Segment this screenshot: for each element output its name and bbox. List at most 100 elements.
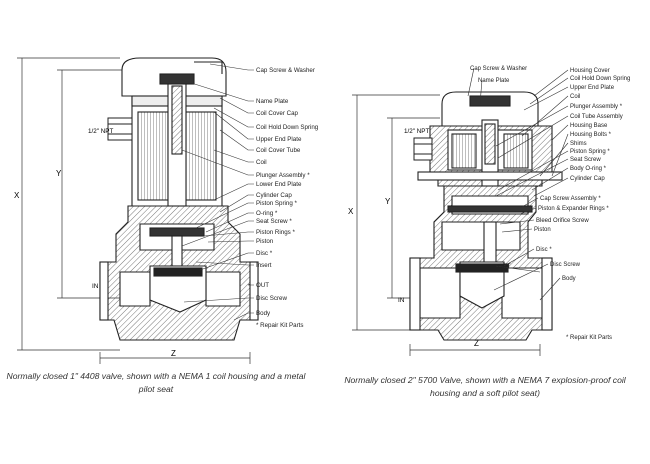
left-label-body: Body (256, 310, 271, 317)
right-npt-label: 1/2" NPT (404, 128, 429, 135)
left-valve-body (99, 205, 259, 341)
left-leader-line (183, 297, 254, 303)
left-leader-line (195, 261, 254, 266)
left-label-disc-screw: Disc Screw (256, 295, 287, 302)
left-leader-line (233, 312, 254, 321)
left-label-piston-spring: Piston Spring * (256, 200, 298, 207)
left-leader-line (199, 252, 254, 271)
left-leader-line (247, 283, 254, 286)
left-conduit (107, 117, 133, 141)
right-leader-line (467, 67, 475, 97)
left-label-piston-rings: Piston Rings * (256, 229, 295, 236)
right-leader-line (497, 150, 569, 191)
left-leader-line (219, 97, 254, 114)
left-label-cap-screw-washer: Cap Screw & Washer (256, 67, 315, 74)
left-dim-z: Z (171, 349, 176, 358)
left-label-lower-end-plate: Lower End Plate (256, 181, 302, 188)
left-leader-line (219, 194, 254, 213)
left-leader-line (209, 63, 254, 71)
left-label-name-plate: Name Plate (256, 98, 289, 105)
right-leader-line (495, 265, 541, 273)
right-dimensions (352, 94, 541, 356)
left-leader-line (195, 202, 254, 229)
right-dim-y: Y (385, 197, 391, 206)
right-leader-line (495, 105, 569, 147)
right-label-out: OUT (498, 264, 511, 270)
right-label-housing-cover: Housing Cover (570, 68, 610, 74)
right-leader-line (519, 197, 539, 209)
right-valve-body (409, 185, 553, 341)
right-valve-drawing: X Y Z 1/2" NPT (348, 66, 630, 356)
left-label-seat-screw: Seat Screw * (256, 218, 292, 225)
left-dimensions (17, 57, 251, 364)
left-dim-x: X (14, 191, 20, 200)
left-leader-line (219, 129, 254, 151)
right-leader-line (539, 277, 561, 301)
right-leader-line (479, 79, 483, 105)
left-leader-line (213, 107, 254, 128)
left-label-repair-kit-parts: * Repair Kit Parts (256, 322, 303, 329)
right-label-repair-kit-parts: * Repair Kit Parts (566, 335, 612, 341)
right-label-cylinder-cap: Cylinder Cap (570, 176, 605, 182)
left-label-upper-end-plate: Upper End Plate (256, 136, 302, 143)
right-leader-line (531, 167, 569, 191)
right-label-housing-bolts: Housing Bolts * (570, 132, 612, 138)
left-label-out: OUT (256, 282, 269, 289)
left-label-disc: Disc * (256, 250, 273, 257)
left-label-coil-cover-cap: Coil Cover Cap (256, 110, 299, 117)
right-in-label: IN (398, 297, 405, 304)
right-leader-line (551, 133, 569, 177)
left-leader-line (213, 111, 254, 140)
left-label-insert: Insert (256, 262, 272, 269)
right-label-coil: Coil (570, 94, 580, 100)
right-label-cap-screw-washer: Cap Screw & Washer (470, 66, 527, 72)
left-leader-line (181, 149, 254, 176)
right-label-cap-screw-assembly: Cap Screw Assembly * (540, 196, 601, 202)
right-label-disc-screw: Disc Screw (550, 262, 581, 268)
right-label-body-o-ring: Body O-ring * (570, 166, 607, 172)
left-leader-line (181, 79, 254, 102)
right-leader-line (523, 86, 569, 111)
right-label-coil-hold-down-spring: Coil Hold Down Spring (570, 76, 630, 82)
left-dim-y: Y (56, 169, 62, 178)
right-label-bleed-orifice-screw: Bleed Orifice Screw (536, 218, 589, 224)
right-label-seat-screw: Seat Screw (570, 157, 601, 163)
right-leader-line (501, 228, 533, 233)
right-label-coil-tube-assembly: Coil Tube Assembly (570, 114, 623, 120)
left-leader-line (207, 240, 254, 243)
left-label-piston: Piston (256, 238, 274, 245)
right-leader-line (493, 263, 549, 291)
left-leader-line (205, 212, 254, 233)
right-label-shims: Shims (570, 141, 587, 147)
right-label-piston-spring: Piston Spring * (570, 149, 610, 155)
right-leader-line (533, 69, 569, 97)
right-leader-line (539, 142, 569, 177)
right-dim-x: X (348, 207, 354, 216)
left-leader-line (203, 231, 254, 237)
right-label-piston-expander-rings: Piston & Expander Rings * (538, 206, 609, 212)
right-leader-line (533, 177, 569, 197)
left-leader-line (181, 220, 254, 247)
right-leader-line (495, 158, 569, 197)
right-leader-line (499, 219, 535, 225)
left-npt-label: 1/2" NPT (88, 128, 113, 135)
left-label-cylinder-cap: Cylinder Cap (256, 192, 292, 199)
right-label-plunger-assembly: Plunger Assembly * (570, 104, 623, 110)
right-leader-line (497, 115, 569, 159)
right-caption: Normally closed 2" 5700 Valve, shown wit… (344, 375, 626, 398)
right-label-piston: Piston (534, 227, 551, 233)
right-dim-z: Z (474, 339, 479, 348)
right-leader-line (551, 124, 569, 141)
left-label-plunger-assembly: Plunger Assembly * (256, 172, 310, 179)
left-label-coil: Coil (256, 159, 267, 166)
left-leader-line (213, 183, 254, 201)
right-label-name-plate: Name Plate (478, 78, 510, 84)
right-leader-line (519, 207, 537, 215)
right-leader-line (503, 248, 535, 267)
right-label-body: Body (562, 276, 576, 282)
left-label-coil-cover-tube: Coil Cover Tube (256, 147, 301, 154)
right-conduit (413, 137, 433, 161)
